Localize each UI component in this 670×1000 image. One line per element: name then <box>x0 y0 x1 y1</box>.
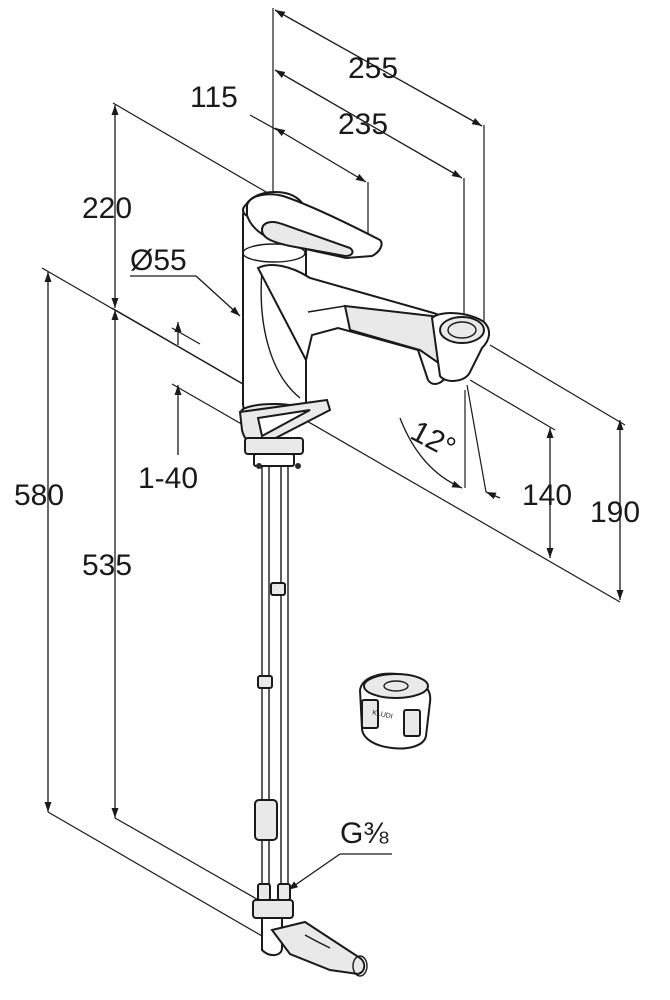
dimension-115 <box>249 114 369 240</box>
dimension-diameter-label: Ø55 <box>130 244 187 277</box>
dimension-thread-label: G⅜ <box>340 817 389 850</box>
dimension-255-label: 255 <box>348 52 398 85</box>
accessory-cartridge <box>358 672 432 750</box>
dimension-235-label: 235 <box>338 108 388 141</box>
valve-fitting <box>252 899 368 977</box>
dimension-220 <box>111 102 274 308</box>
dimension-235 <box>274 69 465 320</box>
dimension-190 <box>489 344 626 600</box>
dimension-115-label: 115 <box>190 81 238 114</box>
dimension-thread <box>287 853 392 891</box>
dimension-220-label: 220 <box>82 192 132 225</box>
dimension-580 <box>41 267 621 937</box>
dimension-angle <box>399 384 501 500</box>
dimension-580-label: 580 <box>14 479 64 512</box>
faucet-body <box>238 190 490 469</box>
dimension-535 <box>111 307 263 903</box>
supply-hoses <box>254 466 291 901</box>
accessory-brand-label: KLUDI <box>372 709 394 720</box>
dimension-counter-thickness <box>171 322 246 455</box>
dimension-diameter <box>130 275 241 317</box>
dimension-140 <box>469 379 556 558</box>
dimension-140-label: 140 <box>522 479 572 512</box>
dimension-angle-label: 12° <box>405 415 461 465</box>
dimension-535-label: 535 <box>82 549 132 582</box>
dimension-190-label: 190 <box>590 496 640 529</box>
dimension-counter-thickness-label: 1-40 <box>138 462 198 495</box>
